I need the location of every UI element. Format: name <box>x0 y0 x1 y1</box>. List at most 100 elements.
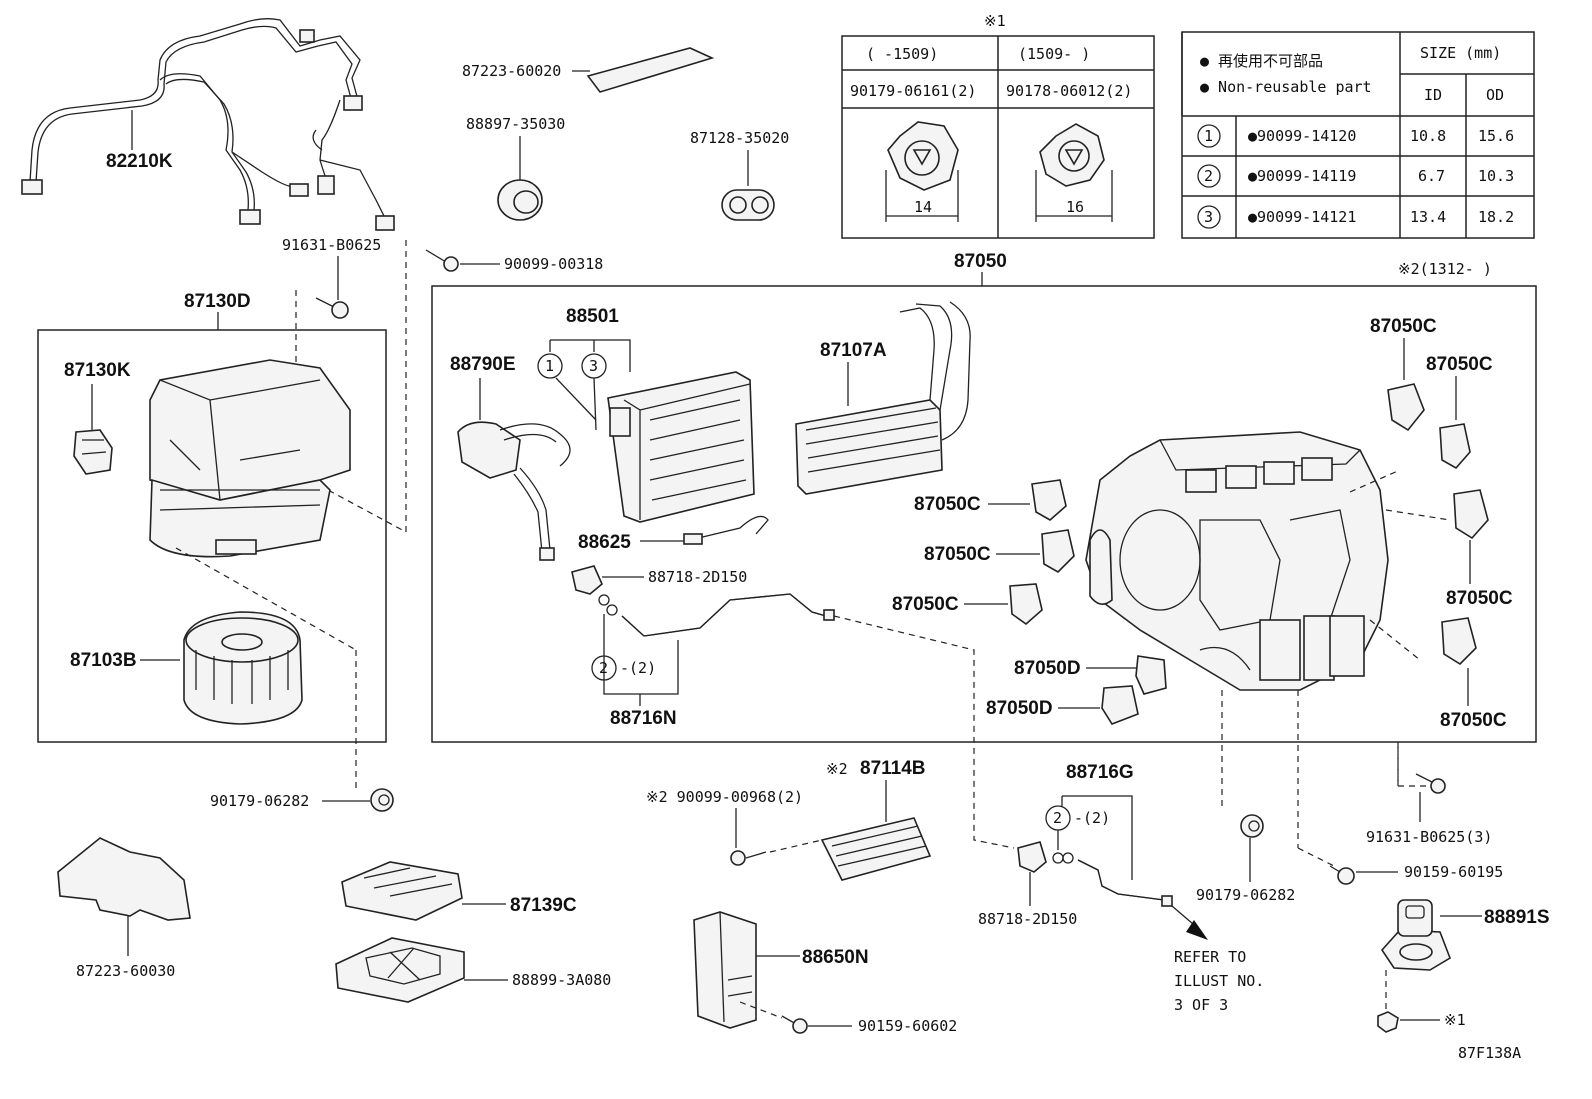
label-88501: 88501 <box>566 306 619 327</box>
control-unit-88650N <box>693 911 757 1029</box>
label-91631-B0625-3: 91631-B0625(3) <box>1366 828 1492 846</box>
label-90099-00968: ※2 90099-00968(2) <box>646 788 803 806</box>
actuator-87050C <box>1031 479 1067 521</box>
oring-icon <box>1052 852 1064 864</box>
blower-motor-87103B <box>183 611 303 725</box>
figure-code: 87F138A <box>1458 1044 1521 1062</box>
refer-line-2: ILLUST NO. <box>1174 972 1264 990</box>
gasket-col2-part: 90178-06012(2) <box>1006 82 1132 100</box>
note-1312: ※2(1312- ) <box>1398 260 1492 278</box>
label-90179-06282: 90179-06282 <box>1196 886 1295 904</box>
label-87050C: 87050C <box>1446 588 1513 609</box>
actuator-87050C <box>1009 583 1043 626</box>
label-88790E: 88790E <box>450 354 516 375</box>
refer-line-3: 3 OF 3 <box>1174 996 1228 1014</box>
bolt-icon <box>315 297 349 319</box>
qty-label: -(2) <box>1074 809 1110 827</box>
svg-text:1: 1 <box>545 357 554 375</box>
heater-core-87107A <box>795 301 971 495</box>
table-row: 1 ●90099-14120 10.8 15.6 <box>1197 124 1514 148</box>
label-87050C: 87050C <box>924 544 991 565</box>
oring-callout-2 <box>591 655 617 681</box>
od-header: OD <box>1486 86 1504 104</box>
arrow-icon <box>1171 905 1208 940</box>
gasket-col2-dim: 16 <box>1066 198 1084 216</box>
label-87107A: 87107A <box>820 340 887 361</box>
grommet-87128-35020 <box>721 189 775 221</box>
suction-pipe-88716G <box>1077 859 1173 907</box>
blower-assembly-box <box>37 329 387 743</box>
nut-icon <box>370 788 394 812</box>
label-90179-06282: 90179-06282 <box>210 792 309 810</box>
svg-text:18.2: 18.2 <box>1478 208 1514 226</box>
actuator-87050C <box>1441 617 1477 666</box>
oring-size-table: ● 再使用不可部品 ● Non-reusable part SIZE (mm) … <box>1181 31 1535 239</box>
gasket-col1-header: ( -1509) <box>866 45 938 63</box>
label-88650N: 88650N <box>802 947 869 968</box>
pipe-joint-88718-2D150 <box>571 565 603 595</box>
connector-icon <box>317 175 335 195</box>
gasket-icon <box>885 121 959 222</box>
label-87050C: 87050C <box>1426 354 1493 375</box>
nut-icon <box>1377 1011 1399 1033</box>
table-row: 3 ●90099-14121 13.4 18.2 <box>1197 205 1514 229</box>
pipe-joint-88718-2D150 <box>1017 841 1047 873</box>
svg-text:2: 2 <box>599 659 608 677</box>
actuator-87130K <box>73 429 113 475</box>
label-90099-00318: 90099-00318 <box>504 255 603 273</box>
gasket-col1-part: 90179-06161(2) <box>850 82 976 100</box>
grommet-88897-35030 <box>497 179 543 221</box>
filter-case-88899-3A080 <box>335 937 465 1003</box>
actuator-87050D <box>1135 655 1167 695</box>
actuator-87050C <box>1041 529 1075 573</box>
label-90159-60195: 90159-60195 <box>1404 863 1503 881</box>
label-87050D: 87050D <box>1014 658 1081 679</box>
label-90159-60602: 90159-60602 <box>858 1017 957 1035</box>
svg-text:10.3: 10.3 <box>1478 167 1514 185</box>
bolt-icon <box>1415 773 1446 794</box>
connector-icon <box>299 29 315 43</box>
ptc-heater-87114B <box>820 817 932 881</box>
insulator-87223-60030 <box>57 837 191 921</box>
svg-text:10.8: 10.8 <box>1410 127 1446 145</box>
label-88718-2D150: 88718-2D150 <box>648 568 747 586</box>
note-nut: ※1 <box>1444 1011 1466 1029</box>
svg-text:6.7: 6.7 <box>1418 167 1445 185</box>
screw-icon <box>1329 865 1355 885</box>
table-row: 2 ●90099-14119 6.7 10.3 <box>1197 164 1514 188</box>
connector-icon <box>289 183 309 197</box>
legend-non-reusable-en: ● Non-reusable part <box>1200 78 1372 96</box>
label-88899-3A080: 88899-3A080 <box>512 971 611 989</box>
note-87114B: ※2 <box>826 760 848 778</box>
label-87223-60020: 87223-60020 <box>462 62 561 80</box>
oring-icon <box>1062 852 1074 864</box>
label-87139C: 87139C <box>510 895 577 916</box>
label-87050D: 87050D <box>986 698 1053 719</box>
sensor-88891S <box>1380 899 1451 971</box>
connector-icon <box>343 95 363 111</box>
nut-icon <box>1240 814 1264 838</box>
insulator-strip-87223-60020 <box>586 47 715 93</box>
legend-non-reusable-jp: ● 再使用不可部品 <box>1200 52 1323 70</box>
label-87050C: 87050C <box>914 494 981 515</box>
expansion-valve-88790E <box>457 421 571 561</box>
svg-text:1: 1 <box>1204 127 1213 145</box>
connector-icon <box>239 209 261 225</box>
svg-text:13.4: 13.4 <box>1410 208 1446 226</box>
screw-icon <box>730 850 767 866</box>
label-87050: 87050 <box>954 251 1007 272</box>
liquid-pipe-88716N <box>621 593 835 637</box>
size-header: SIZE (mm) <box>1420 44 1501 62</box>
screw-icon <box>425 249 459 272</box>
gasket-col1-dim: 14 <box>914 198 932 216</box>
svg-text:2: 2 <box>1053 809 1062 827</box>
label-87128-35020: 87128-35020 <box>690 129 789 147</box>
label-88625: 88625 <box>578 532 631 553</box>
svg-text:●90099-14120: ●90099-14120 <box>1248 127 1356 145</box>
label-87050C: 87050C <box>1370 316 1437 337</box>
label-87223-60030: 87223-60030 <box>76 962 175 980</box>
connector-icon <box>21 179 43 195</box>
label-88891S: 88891S <box>1484 907 1550 928</box>
screw-icon <box>781 1015 808 1034</box>
